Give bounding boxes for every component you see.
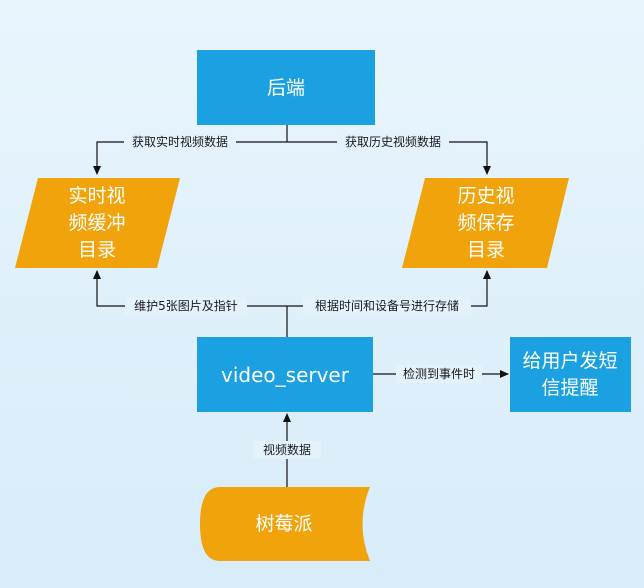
node-backend-label: 后端 <box>267 77 305 99</box>
node-sms-alert-line-2: 信提醒 <box>541 377 598 399</box>
node-realtime-dir: 实时视 频缓冲 目录 <box>15 178 180 268</box>
node-sms-alert: 给用户发短 信提醒 <box>510 337 631 412</box>
edge-label-on-event: 检测到事件时 <box>403 366 475 381</box>
node-sms-alert-line-1: 给用户发短 <box>522 350 617 372</box>
node-video-server-label: video_server <box>221 363 350 387</box>
edge-label-get-history: 获取历史视频数据 <box>345 134 441 149</box>
label-bg <box>253 441 321 459</box>
node-raspberry-pi: 树莓派 <box>200 487 370 561</box>
node-realtime-dir-line-3: 目录 <box>78 239 116 261</box>
node-history-dir: 历史视 频保存 目录 <box>402 178 569 268</box>
label-bg <box>125 297 247 315</box>
node-realtime-dir-line-2: 频缓冲 <box>68 212 125 234</box>
node-raspberry-pi-label: 树莓派 <box>255 513 312 535</box>
label-bg <box>396 365 482 383</box>
node-history-dir-line-3: 目录 <box>467 239 505 261</box>
node-history-dir-line-1: 历史视 <box>457 185 514 207</box>
edge-label-get-realtime: 获取实时视频数据 <box>132 134 228 149</box>
node-history-dir-line-2: 频保存 <box>457 212 514 234</box>
edge-label-store: 根据时间和设备号进行存储 <box>315 298 459 313</box>
label-bg <box>337 133 449 151</box>
label-bg <box>124 133 236 151</box>
node-backend: 后端 <box>197 50 375 125</box>
edge-label-video-data: 视频数据 <box>263 442 311 457</box>
edge-label-maintain-images: 维护5张图片及指针 <box>134 298 238 313</box>
node-video-server: video_server <box>197 337 373 412</box>
label-bg <box>303 297 471 315</box>
node-realtime-dir-line-1: 实时视 <box>68 185 125 207</box>
